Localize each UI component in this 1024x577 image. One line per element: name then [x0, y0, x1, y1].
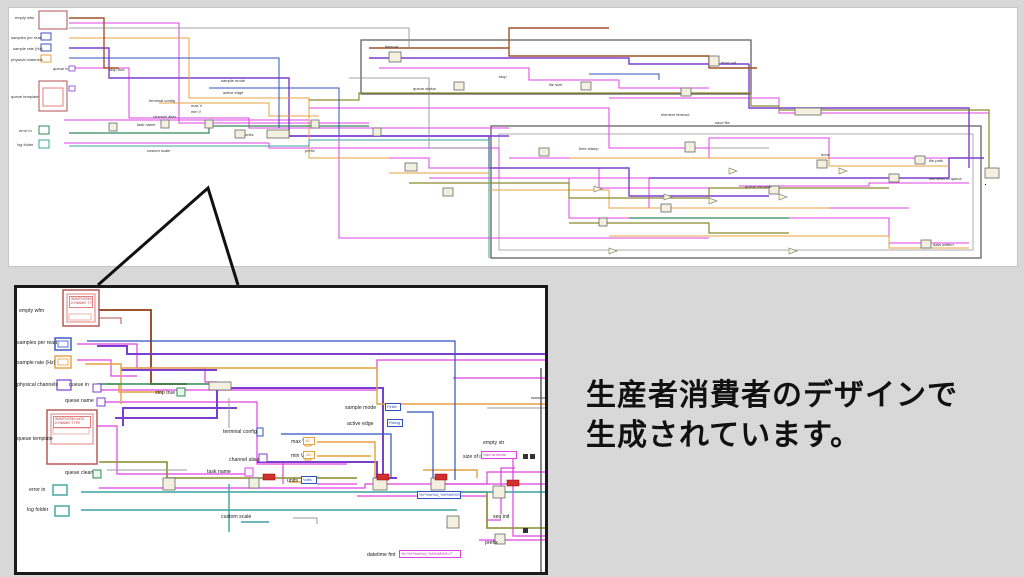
ov-samples-label: samples per read	[11, 35, 42, 40]
stop-true-label: stop true	[155, 390, 176, 396]
zoom-wires	[46, 289, 545, 572]
cluster-a-text: WAVEFORM DATA DYNAMIC TYPE	[69, 296, 93, 308]
custom-scale-label: custom scale	[221, 514, 252, 520]
while-loop-frame-producer	[360, 39, 752, 95]
caption-text: 生産者消費者のデザインで 生成されています。	[586, 376, 958, 456]
caption-line-2: 生成されています。	[586, 418, 862, 453]
ov-time-stamp-label: time stamp	[579, 146, 599, 151]
ov-units-label: units	[245, 132, 254, 137]
task-name-label: task name	[207, 469, 231, 475]
max-v-label: max V	[291, 439, 306, 445]
ov-max-v-label: max V	[191, 103, 203, 108]
datetime-format-string[interactable]: %<%Y%m%d_%H%M%S>T	[399, 550, 461, 558]
empty-wfm-label: empty wfm	[19, 308, 45, 314]
queue-template-label: queue template	[17, 436, 53, 442]
ov-stop-label: stop	[499, 74, 507, 79]
ov-error-out-label: error out	[721, 60, 737, 65]
queue-in-label: queue in	[69, 382, 89, 388]
ov-file-path-label: file path	[929, 158, 944, 163]
ov-terminal-config-label: terminal config	[149, 98, 176, 103]
cluster-b-text: WAVEFORM DATA DYNAMIC TYPE	[53, 416, 91, 428]
overview-wires	[38, 10, 1000, 259]
error-in-label: error in	[29, 487, 46, 493]
seq-format-string[interactable]: %Y%m%d_%H%M%S	[417, 491, 461, 499]
ov-queue-template-label: queue template	[11, 94, 39, 99]
ov-error-in-label: error in	[19, 128, 32, 133]
active-edge-label: active edge	[347, 421, 374, 427]
ov-custom-scale-label: custom scale	[147, 148, 171, 153]
queue-name-label: queue name	[65, 398, 94, 404]
sample-mode-label: sample mode	[345, 405, 377, 411]
seq-init-label: seq init	[493, 514, 510, 520]
min-v-label: min V	[291, 453, 305, 459]
block-diagram-overview[interactable]: empty wfm samples per read sample rate (…	[8, 7, 1018, 267]
ov-element-timeout-label: element timeout	[661, 112, 690, 117]
ov-min-v-label: min V	[191, 109, 202, 114]
min-v-constant[interactable]: -10	[303, 451, 315, 459]
while-loop-frame-consumer	[490, 125, 982, 259]
samples-per-read-label: samples per read	[17, 340, 58, 346]
ov-task-name-label: task name	[137, 122, 156, 127]
queue-clean-label: queue clean	[65, 470, 94, 476]
units-label: units	[287, 478, 298, 484]
ov-active-edge-label: active edge	[223, 90, 244, 95]
caption-line-1: 生産者消費者のデザインで	[586, 378, 958, 413]
max-v-constant[interactable]: 10	[303, 437, 315, 445]
ov-sample-mode-label: sample mode	[221, 78, 246, 83]
channel-alias-label: channel alias	[229, 457, 260, 463]
block-diagram-zoom[interactable]: empty wfm samples per read sample rate (…	[14, 285, 548, 575]
ov-save-file-label: save file	[715, 120, 730, 125]
zoom-function-nodes	[162, 381, 520, 545]
empty-str-label: empty str	[483, 440, 505, 446]
ov-done-label: done	[821, 152, 830, 157]
ov-data-written-label: data written	[933, 242, 954, 247]
sample-mode-enum[interactable]: Finite	[385, 403, 401, 411]
ov-prefix-label: prefix	[305, 148, 315, 153]
active-edge-enum[interactable]: Rising	[387, 419, 403, 427]
ov-empty-wfm-label: empty wfm	[15, 15, 35, 20]
ov-queue-in-label: queue in	[53, 66, 69, 71]
ov-channel-alias-label: channel alias	[153, 114, 177, 119]
ov-log-folder-label: log folder	[17, 142, 34, 147]
ov-sample-rate-label: sample rate (Hz)	[13, 46, 43, 51]
physical-channels-label: physical channels	[17, 382, 58, 388]
log-folder-label: log folder	[27, 507, 49, 513]
terminal-config-label: terminal config	[223, 429, 257, 435]
overview-nodes	[108, 51, 1000, 249]
datetime-fmt-label: datetime fmt	[367, 552, 396, 558]
ov-stop-true-label: stop true	[109, 67, 125, 72]
size-of-items-label: size of items	[463, 454, 492, 460]
ov-physical-channels-label: physical channels	[11, 57, 43, 62]
ov-queue-status-label: queue status	[413, 86, 436, 91]
overview-left-controls	[38, 10, 76, 149]
size-of-items-string[interactable]: Size of items	[481, 451, 517, 459]
ov-timeout-label: timeout	[385, 44, 399, 49]
ov-file-size-label: file size	[549, 82, 563, 87]
case-structure-frame	[498, 133, 974, 251]
ov-elements-in-queue-label: elements in queue	[929, 176, 962, 181]
prefix-label: prefix	[485, 540, 498, 546]
ov-queue-element-label: queue element	[745, 184, 772, 189]
sample-rate-label: sample rate (Hz)	[17, 360, 56, 366]
units-enum[interactable]: Volts	[301, 476, 317, 484]
